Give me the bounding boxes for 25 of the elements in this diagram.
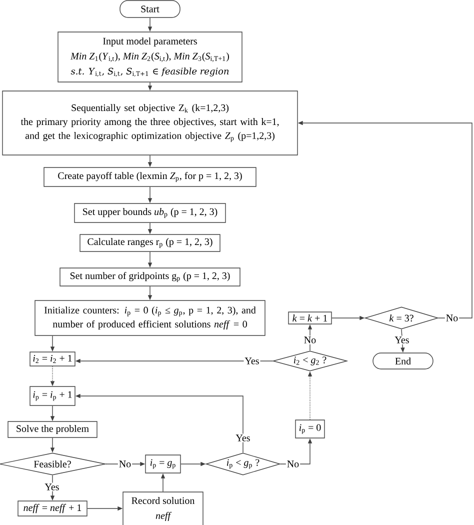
process-box: Record solution neff [122, 492, 204, 525]
process-box: neff = neff + 1 [18, 500, 88, 516]
process-box: Calculate ranges r$_{p}$ (p = 1, 2, 3) [80, 234, 220, 252]
edge-label: Yes [44, 482, 60, 492]
edge-label: No [444, 314, 460, 322]
edge-label: No [118, 460, 132, 468]
terminator-box: End [372, 352, 434, 370]
process-box: Set number of gridpoints g$_{p}$ (p = 1, 2, 3) [60, 268, 240, 286]
edge-label: Yes [394, 336, 410, 344]
process-box: Initialize counters: i$_{p}$ = 0 (i$_{p}$ ≤ g$_{p}$, p = 1, 2, 3), and number of produced efficient solutions neff = 0 [34, 300, 266, 336]
process-box: Set upper bounds ub$_{p}$ (p = 1, 2, 3) [74, 203, 226, 223]
process-box: i$_{p}$ = g$_{p}$ [145, 454, 181, 474]
process-box: Sequentially set objective Z$_{k}$ (k=1,2,3) the primary priority among the three objectives, start with k=1, and get the lexicographic optimization objective Z$_{p}$ (p=1,2,3) [2, 90, 298, 156]
terminator-box: Start [120, 0, 180, 18]
process-box: k = k + 1 [288, 312, 332, 324]
process-box: i$_{p}$ = i$_{p}$ + 1 [30, 386, 76, 406]
process-box: Solve the problem [8, 421, 98, 438]
process-box: i$_{2}$ = i$_{2}$ + 1 [30, 352, 76, 366]
edge-label: Yes [244, 356, 260, 366]
process-box: Input model parameters Min Z$_{1}$(Y$_{i,t}$), Min Z$_{2}$(S$_{i,t}$), Min Z$_{3}$(S$_{i,T+1}$) s.t. Y$_{i,t}$, S$_{i,t}$, S$_{i,T+1}$ ∈ feasible region [58, 32, 242, 82]
edge-label: Yes [234, 434, 252, 442]
process-box: Create payoff table (lexmin Z$_{p}$, for p = 1, 2, 3) [44, 167, 256, 187]
process-box: i$_{p}$ = 0 [295, 420, 325, 438]
edge-label: No [302, 336, 318, 344]
edge-label: No [286, 460, 300, 468]
